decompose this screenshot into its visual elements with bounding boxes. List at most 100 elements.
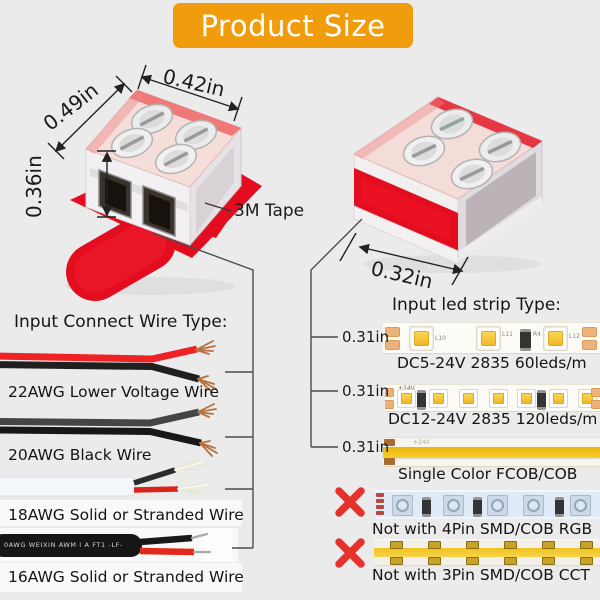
wire-label-16awg: 16AWG Solid or Stranded Wire [8, 568, 244, 586]
led-2835 [489, 389, 508, 408]
not-compatible-x-icon [335, 487, 365, 517]
wire-16awg-illustration [0, 528, 232, 562]
led-2835 [476, 326, 501, 351]
strip-mark: +24V [398, 386, 415, 392]
solder-pad [384, 458, 395, 465]
solder-pad [591, 388, 600, 397]
strip-label-cob: Single Color FCOB/COB [398, 465, 578, 483]
copper-strands [197, 403, 218, 457]
top-red-edge2 [354, 97, 445, 159]
smd-component [428, 541, 441, 549]
wire-label-22awg: 22AWG Lower Voltage Wire [8, 383, 220, 401]
not-compatible-x-icon [335, 538, 365, 568]
resistor [422, 497, 431, 517]
screw [478, 131, 522, 163]
screw [154, 143, 198, 175]
dimension-lines-right [339, 232, 469, 286]
strip-mark: +24V [413, 439, 430, 446]
strip-mark: L10 [435, 335, 446, 342]
screw [430, 108, 474, 140]
solder-pad [385, 400, 394, 409]
strip-width-label: 0.31in [342, 382, 390, 400]
cct-phosphor-band [374, 548, 600, 557]
solder-pad [591, 400, 600, 409]
tape-label: 3M Tape [234, 201, 305, 221]
led-2835 [459, 389, 478, 408]
strip-section-heading: Input led strip Type: [392, 295, 562, 315]
wire-jacket-print: 0AWG WEIXIN AWM I A FT1 -LF- [4, 541, 123, 549]
strip-label-120leds: DC12-24V 2835 120leds/m [388, 410, 598, 428]
smd-component [466, 557, 479, 565]
block-right-shade [196, 146, 234, 234]
cob-phosphor-band [383, 447, 600, 458]
led-2835 [397, 389, 416, 408]
right-connector-illustration [352, 96, 544, 265]
solder-pad [582, 340, 597, 350]
led-strip-60leds: L10 L11 R4 L12 [383, 322, 600, 354]
led-2835 [517, 389, 536, 408]
resistor [520, 329, 531, 351]
led-5050-rgb [443, 495, 464, 516]
screw [450, 158, 494, 190]
wire-section-heading: Input Connect Wire Type: [14, 312, 228, 332]
dim-label-height: 0.36in [22, 155, 46, 218]
strip-width-label: 0.31in [342, 328, 390, 346]
solder-pad [582, 327, 597, 337]
solder-pad [384, 439, 395, 446]
led-strip-120leds: +24V [385, 384, 600, 412]
resistor [417, 390, 426, 410]
strip-label-cct: Not with 3Pin SMD/COB CCT [372, 566, 590, 584]
led-5050-rgb [523, 495, 544, 516]
led-2835 [409, 326, 434, 351]
page-title: Product Size [173, 3, 413, 48]
smd-component [542, 541, 555, 549]
wire-label-20awg: 20AWG Black Wire [8, 446, 152, 464]
resistor [537, 390, 546, 410]
led-strip-cob: +24V [383, 437, 600, 467]
smd-component [428, 557, 441, 565]
strip-label-rgb: Not with 4Pin SMD/COB RGB [372, 520, 593, 538]
led-2835 [543, 326, 568, 351]
white-strands-highlight [174, 461, 208, 490]
screw [130, 103, 174, 135]
front-red-highlight [362, 178, 450, 240]
screw [402, 135, 446, 167]
led-2835 [429, 389, 448, 408]
smd-component [466, 541, 479, 549]
smd-component [390, 541, 403, 549]
copper-strands [195, 340, 217, 393]
led-5050-rgb [487, 495, 508, 516]
bottom-rim [458, 196, 542, 262]
solder-pad [376, 511, 384, 515]
wire-20awg-illustration [0, 403, 218, 457]
led-5050-rgb [570, 495, 591, 516]
solder-pad [385, 388, 394, 397]
left-connector-illustration [66, 89, 262, 301]
smd-component [580, 541, 593, 549]
callout-lines [152, 218, 363, 549]
tape-leader-line [204, 202, 232, 212]
strip-label-60leds: DC5-24V 2835 60leds/m [397, 354, 587, 372]
wire-port [142, 184, 176, 238]
smd-component [542, 557, 555, 565]
led-strip-rgb [374, 490, 600, 519]
resistor [473, 497, 482, 517]
smd-component [504, 557, 517, 565]
led-2835 [549, 389, 568, 408]
led-strip-cct [374, 539, 600, 566]
smd-component [390, 557, 403, 565]
resistor [555, 497, 564, 517]
screw [174, 119, 218, 151]
smd-component [504, 541, 517, 549]
strip-mark: L11 [502, 331, 513, 338]
strip-width-label: 0.31in [342, 438, 390, 456]
solder-pad [376, 505, 384, 509]
smd-component [580, 557, 593, 565]
solder-pad [385, 327, 400, 337]
wire-18awg-illustration [0, 456, 210, 497]
solder-pad [385, 340, 400, 350]
strip-mark: L12 [569, 333, 580, 340]
right-face-shade [466, 152, 536, 246]
